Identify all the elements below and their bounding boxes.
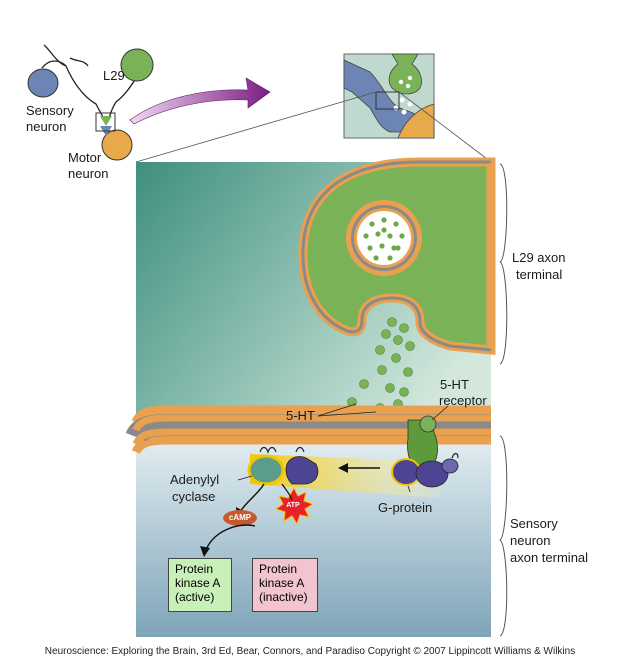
5ht-dot [387, 233, 393, 239]
sensory-cell-body [27, 68, 59, 98]
5ht-dot [377, 365, 387, 375]
g-protein [391, 452, 459, 488]
label-5ht-receptor-1: 5-HT [440, 377, 469, 392]
synaptic-vesicle [346, 200, 422, 276]
circuit-thumbnail [27, 44, 154, 161]
label-l29: L29 [103, 68, 125, 83]
5ht-dot [399, 323, 409, 333]
5ht-dot [363, 233, 369, 239]
atp-burst [274, 486, 315, 526]
label-atp: ATP [286, 502, 300, 509]
label-5ht-receptor-2: receptor [439, 393, 487, 408]
label-l29-axon-1: L29 axon [512, 250, 566, 265]
label-sensory-axon-1: Sensory [510, 516, 558, 531]
5ht-dot [393, 335, 403, 345]
synapse-inset [343, 53, 435, 139]
5ht-dot [385, 383, 395, 393]
motor-cell-body [101, 129, 133, 161]
5ht-dot [387, 255, 393, 261]
5ht-dot [375, 231, 381, 237]
5ht-dot [375, 345, 385, 355]
zoom-box-inset [375, 91, 400, 110]
label-camp: cAMP [228, 513, 252, 522]
5ht-dot [373, 255, 379, 261]
pka-active-box: Protein kinase A (active) [168, 558, 232, 612]
5ht-dot [367, 245, 373, 251]
label-sensory-axon-2: neuron [510, 533, 551, 548]
5ht-dot [379, 243, 385, 249]
copyright-caption: Neuroscience: Exploring the Brain, 3rd E… [44, 646, 576, 657]
5ht-dot [391, 245, 397, 251]
label-sensory-axon-3: axon terminal [510, 550, 589, 565]
l29-cell-body [120, 48, 154, 82]
5ht-dot [369, 221, 375, 227]
sensory-bracket [499, 435, 508, 637]
zoom-arrow [129, 77, 271, 125]
label-g-protein: G-protein [378, 500, 433, 515]
label-motor-neuron-2: neuron [68, 166, 109, 181]
label-sensory-neuron-2: neuron [26, 119, 67, 134]
adenylyl-cyclase [247, 454, 285, 486]
label-motor-neuron-1: Motor [68, 150, 102, 165]
pka-active-line-2: kinase A [175, 576, 221, 590]
pka-inactive-line-1: Protein [259, 562, 298, 576]
5ht-dot [399, 233, 405, 239]
l29-bracket [498, 163, 508, 365]
5ht-dot [381, 227, 387, 233]
5ht-dot [403, 367, 413, 377]
zoom-box-small [95, 112, 116, 132]
pka-inactive-line-3: (inactive) [259, 590, 308, 604]
5ht-dot [393, 221, 399, 227]
label-l29-axon-2: terminal [516, 267, 563, 282]
label-sensory-neuron-1: Sensory [26, 103, 74, 118]
label-5ht: 5-HT [286, 408, 315, 423]
main-panel [125, 157, 496, 637]
pka-inactive-line-2: kinase A [259, 576, 305, 590]
label-adenylyl-2: cyclase [172, 489, 216, 504]
5ht-dot [391, 353, 401, 363]
5ht-dot [387, 317, 397, 327]
sensory-membrane [131, 405, 491, 425]
5ht-dot [381, 329, 391, 339]
pka-active-line-1: Protein [175, 562, 214, 576]
vesicle-transmitter [363, 217, 405, 261]
5ht-dot [359, 379, 369, 389]
5ht-dot [399, 387, 409, 397]
camp-molecule [223, 510, 257, 526]
5ht-dot [395, 245, 401, 251]
5ht-dot [381, 217, 387, 223]
pka-inactive-box: Protein kinase A (inactive) [252, 558, 318, 612]
pka-active-line-3: (active) [175, 590, 215, 604]
5ht-dot [405, 341, 415, 351]
label-adenylyl-1: Adenylyl [170, 472, 220, 487]
